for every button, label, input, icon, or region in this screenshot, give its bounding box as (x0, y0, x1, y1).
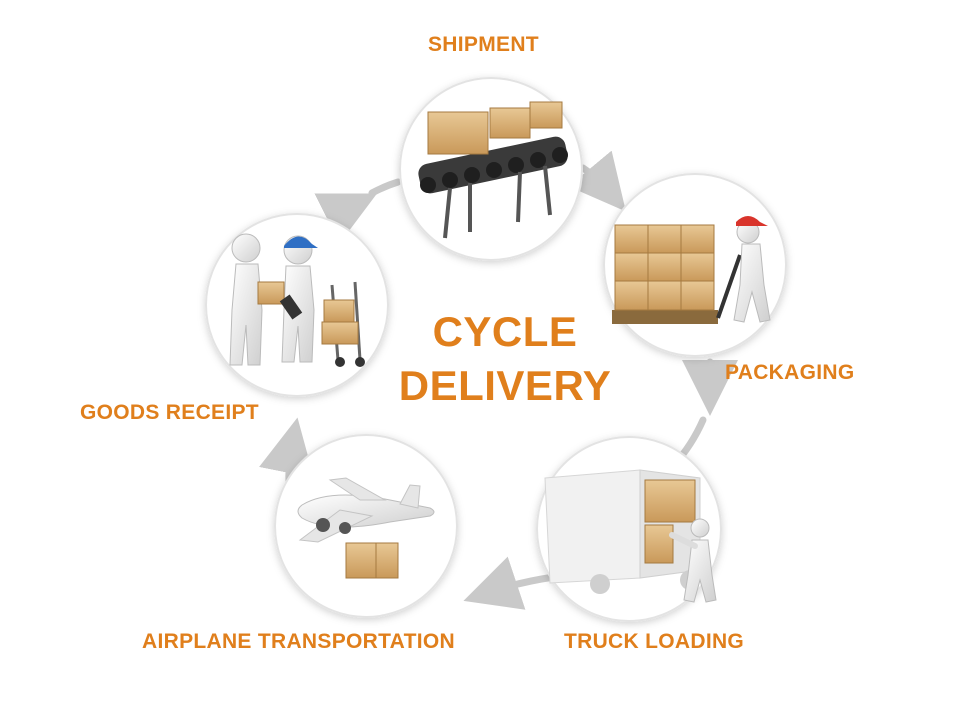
stage-truck-loading-image (536, 436, 722, 622)
stage-label-truck-loading: TRUCK LOADING (564, 630, 745, 653)
stage-label-airplane-transportation: AIRPLANE TRANSPORTATION (142, 630, 455, 653)
stage-packaging-image (603, 173, 787, 357)
stage-label-shipment: SHIPMENT (428, 33, 539, 56)
truck-loading-icon (544, 469, 717, 603)
center-title-line-2: DELIVERY (398, 362, 612, 409)
stage-label-packaging: PACKAGING (725, 361, 855, 384)
center-title-line-1: CYCLE (432, 308, 578, 355)
arrow-receipt-to-shipment-2 (368, 178, 402, 197)
stage-goods-receipt-image (205, 213, 389, 397)
pallet-jack-worker-icon (612, 216, 771, 324)
airplane-cargo-icon (297, 477, 435, 579)
stage-shipment-image (399, 77, 583, 261)
arrow-truck-to-airplane (463, 556, 558, 610)
arrow-shipment-to-packaging (568, 150, 626, 212)
stage-airplane-image (274, 434, 458, 618)
handover-receipt-icon (229, 233, 365, 367)
arrow-receipt-to-shipment (314, 193, 378, 244)
conveyor-boxes-icon (418, 101, 568, 239)
stage-label-goods-receipt: GOODS RECEIPT (80, 401, 259, 424)
